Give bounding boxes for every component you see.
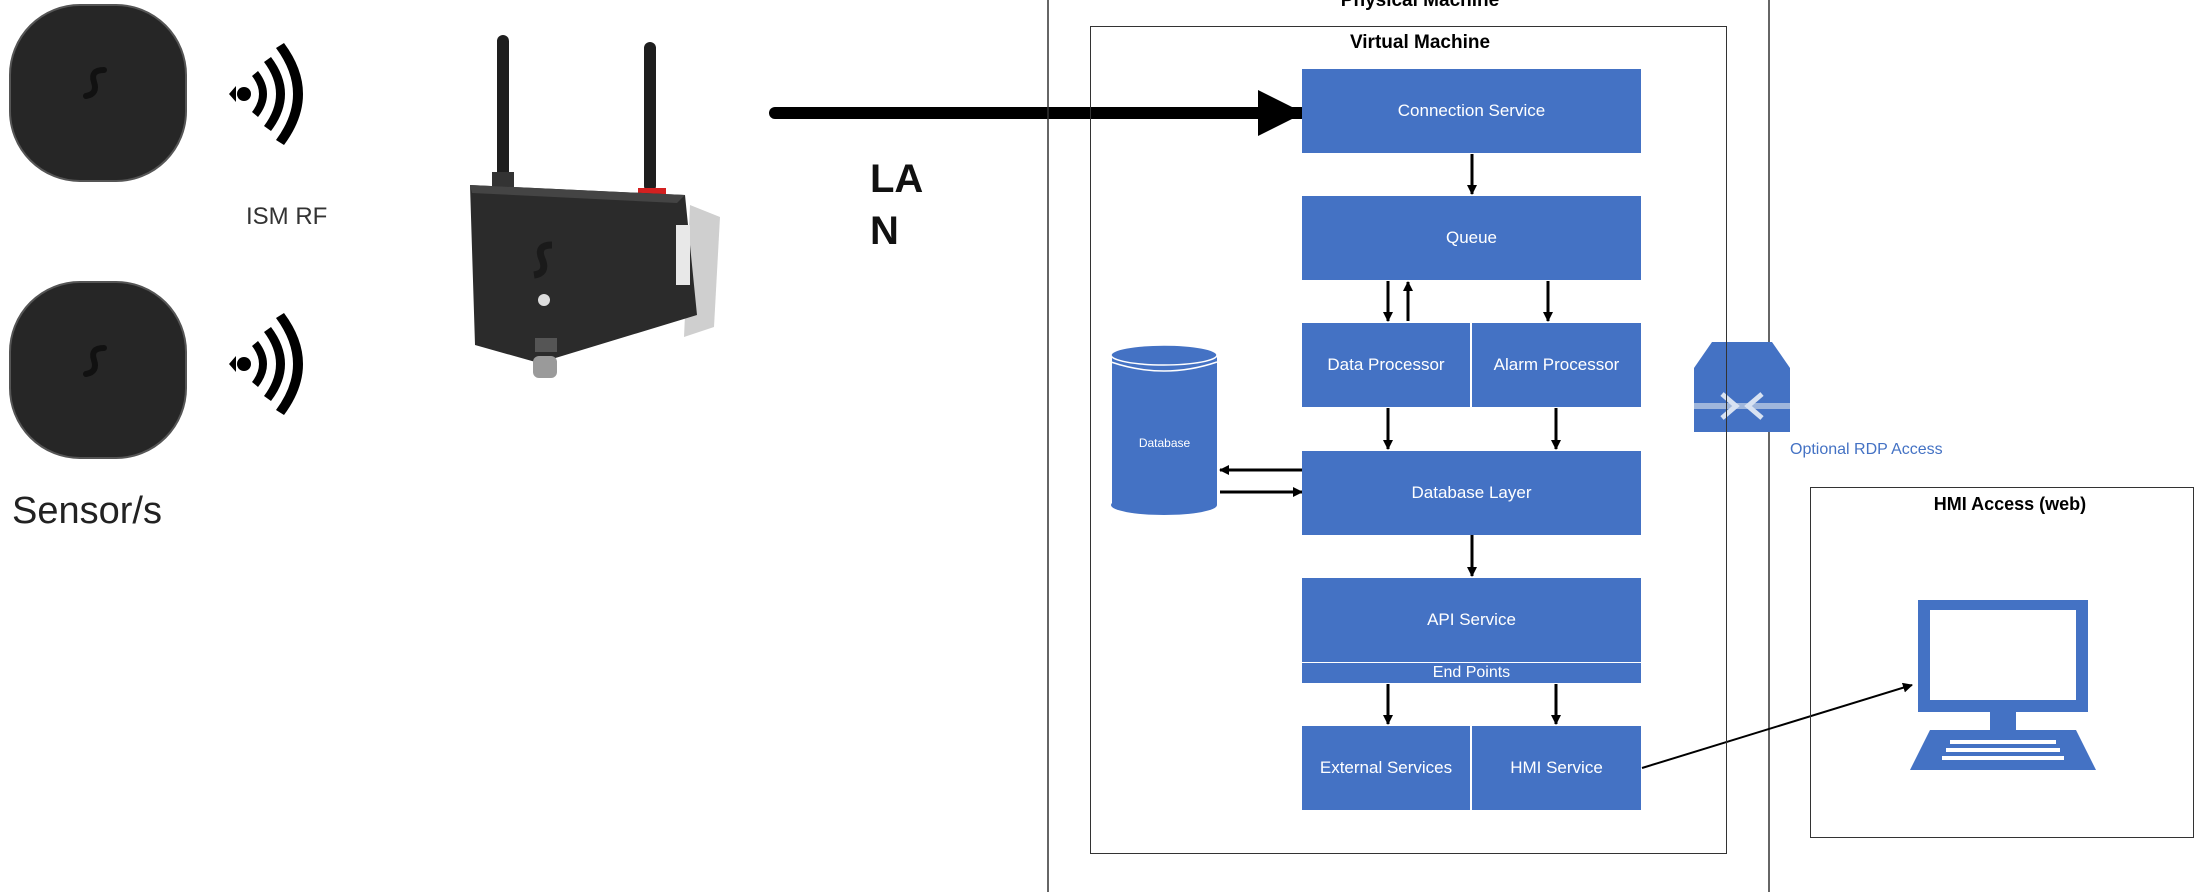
hmi-access-frame [1810, 487, 2194, 838]
physical-machine-title: Physical Machine [1340, 0, 1500, 11]
gateway-device [470, 35, 720, 378]
rf-signal-icon-1 [229, 43, 303, 145]
rf-signal-icon-2 [229, 313, 303, 415]
database-label: Database [1138, 436, 1191, 450]
database-cylinder [1110, 344, 1218, 515]
sensor-device-2 [9, 281, 187, 459]
laptop-icon [1910, 600, 2096, 770]
rdp-label: Optional RDP Access [1790, 441, 1943, 458]
lan-label-line1: LA [870, 157, 924, 201]
sensors-label: Sensor/s [12, 490, 162, 532]
database-layer-box: Database Layer [1302, 451, 1641, 535]
end-points-box: End Points [1302, 663, 1641, 683]
external-services-box: External Services [1302, 726, 1470, 810]
lan-label-line2: N [870, 209, 899, 253]
virtual-machine-frame [1090, 26, 1727, 854]
data-processor-box: Data Processor [1302, 323, 1470, 407]
alarm-processor-box: Alarm Processor [1472, 323, 1641, 407]
arrow-hmi-to-web [1641, 682, 1913, 769]
sensor-device-1 [9, 4, 187, 182]
virtual-machine-title: Virtual Machine [1349, 32, 1491, 53]
queue-box: Queue [1302, 196, 1641, 280]
hmi-service-box: HMI Service [1472, 726, 1641, 810]
rf-label: ISM RF [246, 203, 328, 230]
api-service-box: API Service [1302, 578, 1641, 662]
hmi-access-title: HMI Access (web) [1933, 494, 2087, 514]
connection-service-box: Connection Service [1302, 69, 1641, 153]
